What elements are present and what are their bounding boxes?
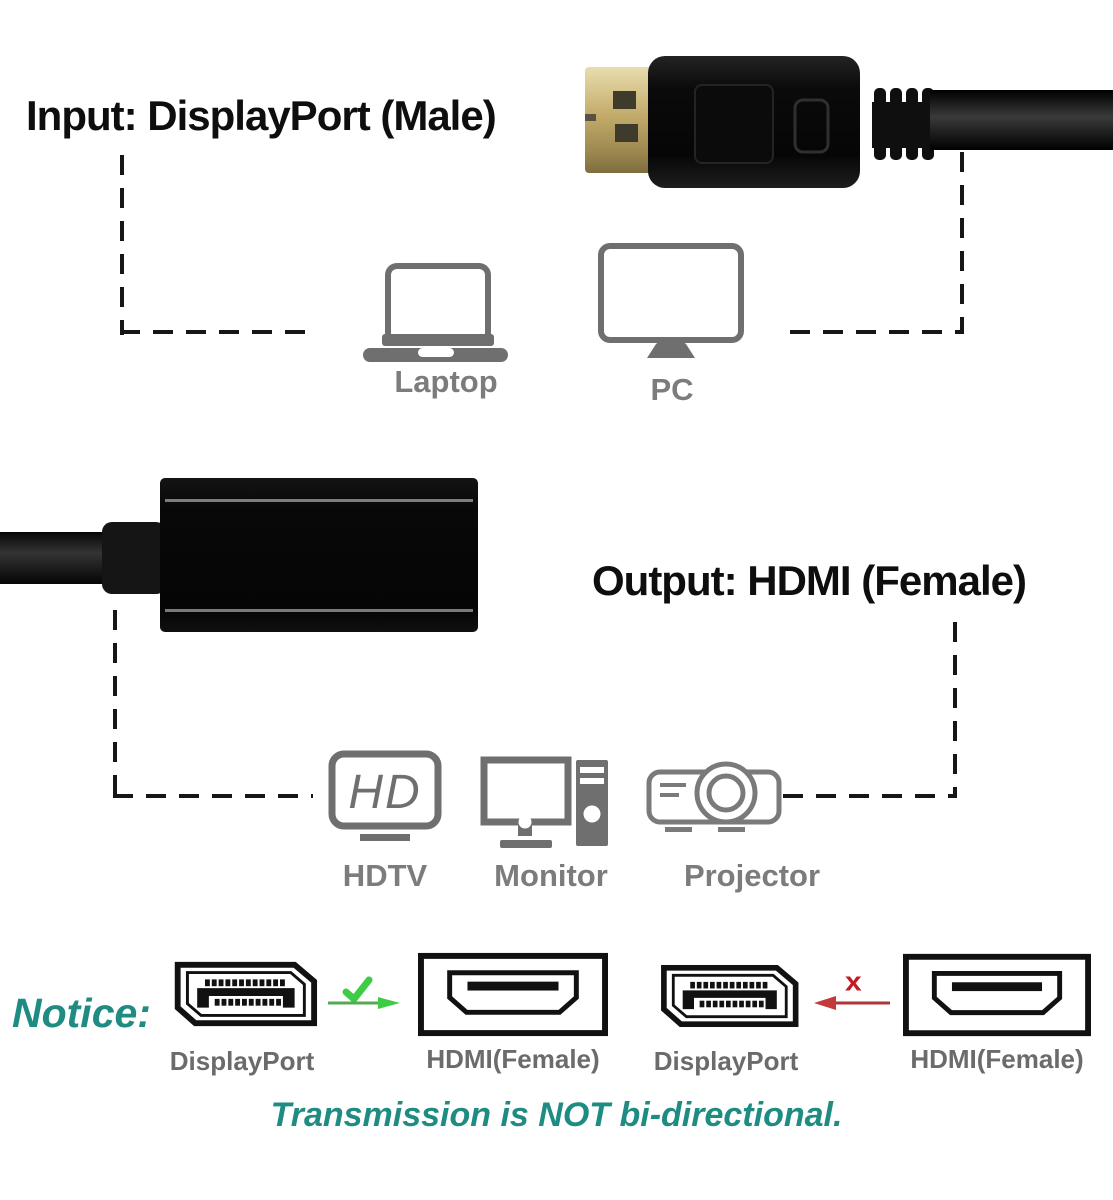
displayport-port-icon [174,961,318,1027]
dashed-line [113,610,117,798]
dp-to-hdmi-female-adapter-photo [0,478,478,632]
strain-relief-ridges [872,88,938,160]
device-label-laptop: Laptop [394,364,498,399]
cable [930,90,1113,150]
hdtv-icon: HD [328,750,442,841]
connector-label-displayport: DisplayPort [653,1046,799,1076]
laptop-icon [363,263,508,362]
pc-monitor-icon [598,243,744,358]
output-title: Output: HDMI (Female) [592,557,1027,604]
connector-label-hdmi-female: HDMI(Female) [426,1044,600,1074]
projector-icon [646,761,782,832]
device-label-projector: Projector [683,858,821,893]
dashed-line [790,330,964,334]
gold-tip [585,67,657,173]
hdmi-port-icon [418,952,608,1037]
displayport-port-icon [661,964,799,1028]
red-x-arrow-icon [814,996,890,1010]
dashed-line [783,794,957,798]
dashed-line [120,155,124,335]
displayport-male-connector-photo [585,56,1113,188]
footer-warning-text: Transmission is NOT bi-directional. [270,1096,843,1134]
device-label-monitor: Monitor [494,858,608,893]
notice-label: Notice: [12,990,151,1036]
dashed-line [953,622,957,798]
cable [0,532,122,584]
input-title: Input: DisplayPort (Male) [26,92,497,139]
hd-text: HD [348,766,421,819]
dashed-line [113,794,313,798]
dashed-line [120,330,315,334]
monitor-and-tower-icon [480,756,608,848]
dashed-line [960,152,964,334]
strain-relief [102,522,166,594]
device-label-hdtv: HDTV [342,858,428,893]
connector-label-displayport: DisplayPort [169,1046,315,1076]
green-check-arrow-icon [328,976,400,1009]
hdmi-female-housing [160,478,478,632]
connector-label-hdmi-female: HDMI(Female) [910,1044,1084,1074]
red-x-mark: x [845,968,862,997]
device-label-pc: PC [650,372,694,407]
hdmi-port-icon [903,953,1091,1037]
